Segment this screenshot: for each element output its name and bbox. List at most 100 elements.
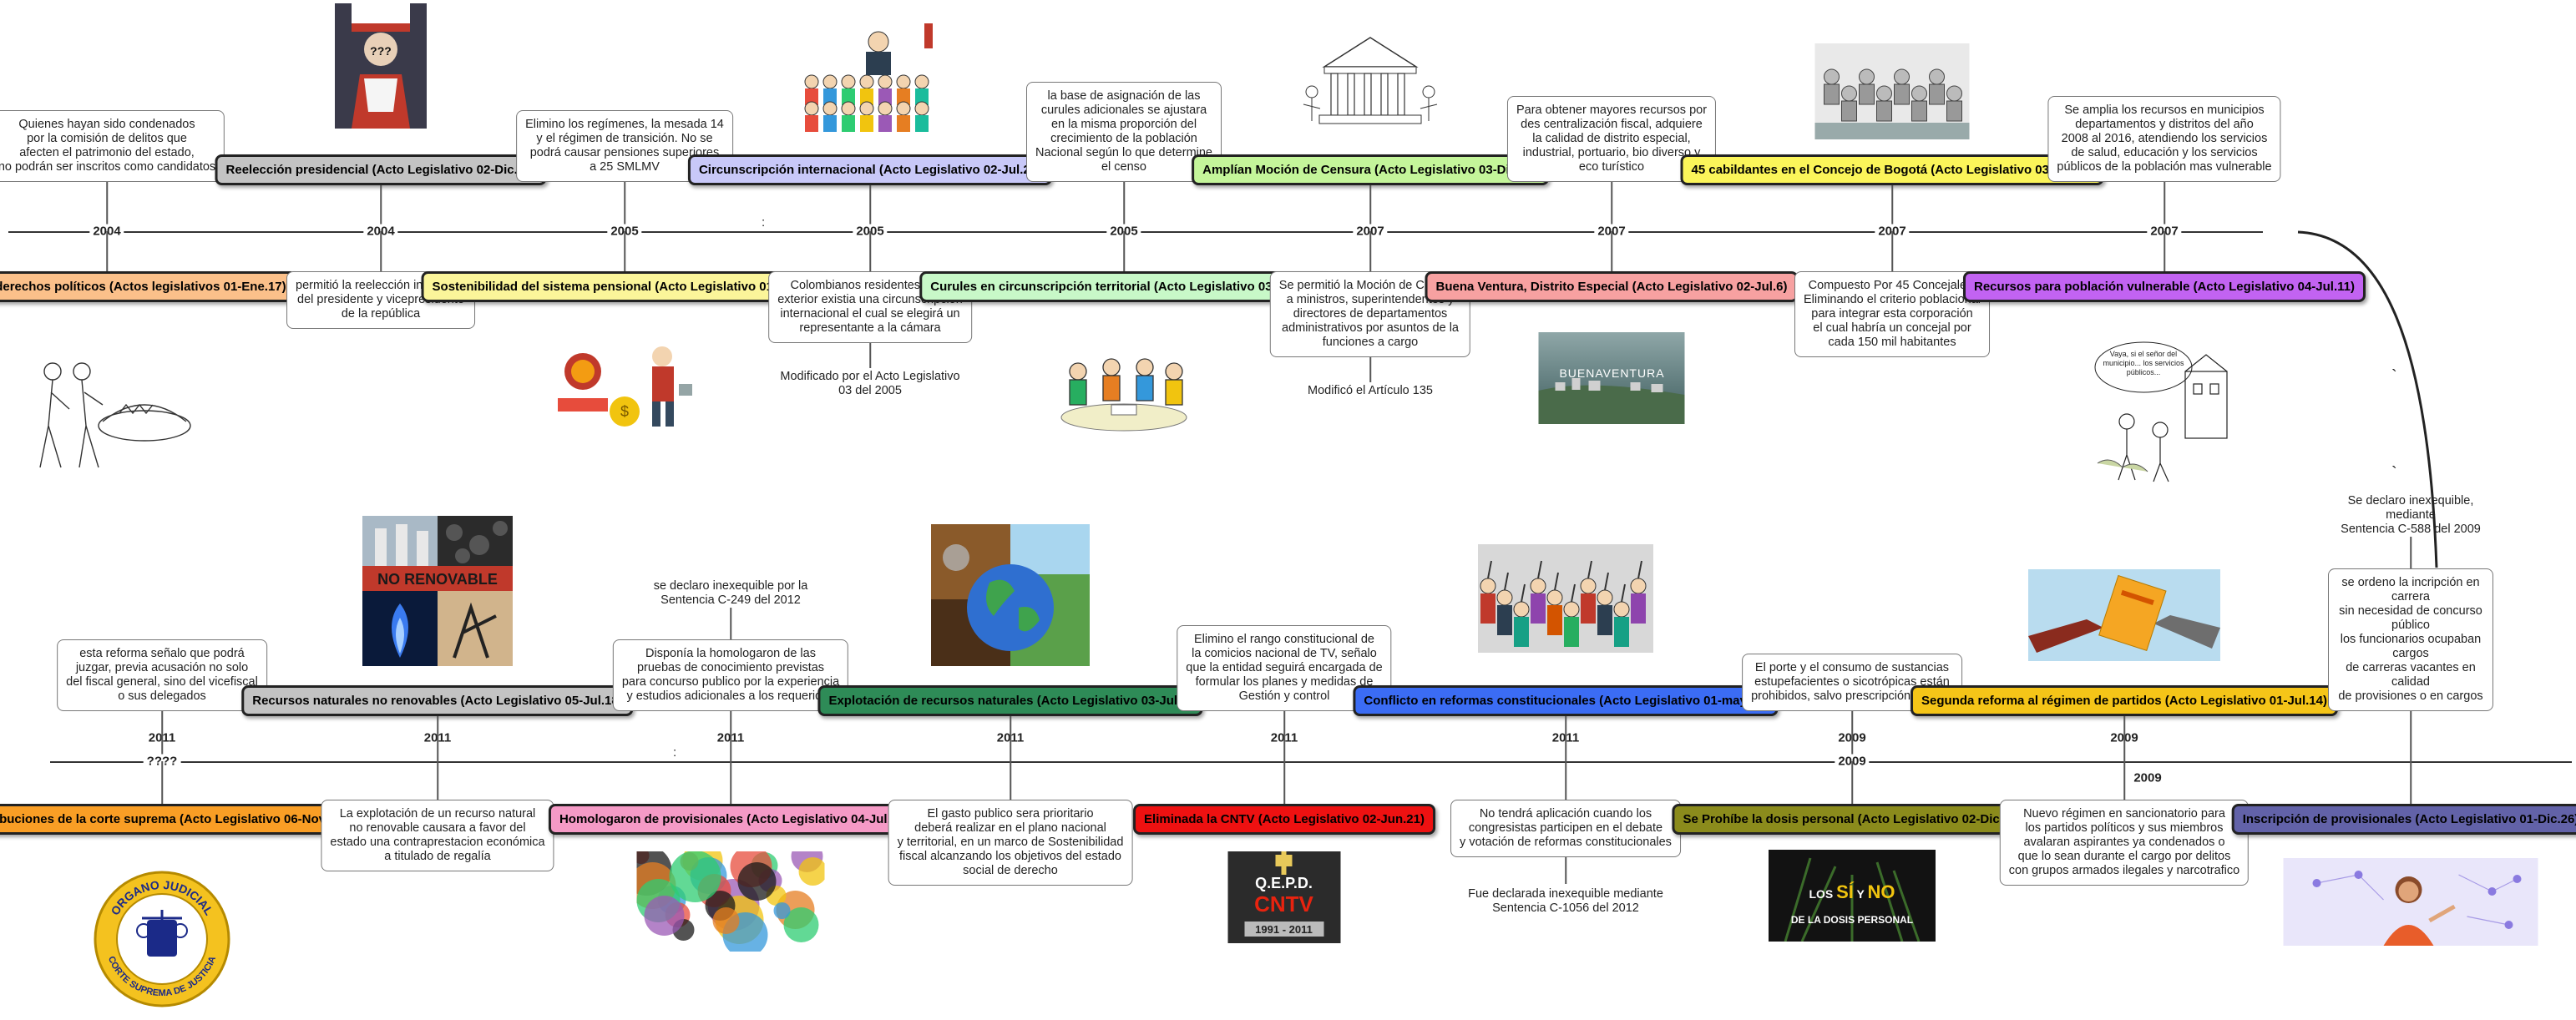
svg-text:1991 - 2011: 1991 - 2011 — [1255, 923, 1313, 936]
connector-line — [1010, 761, 1011, 800]
event-title[interactable]: Amplían Moción de Censura (Acto Legislat… — [1192, 154, 1549, 185]
connector-line — [161, 761, 163, 804]
event-note: la base de asignación de las curules adi… — [1026, 82, 1222, 182]
connector-line — [2164, 231, 2165, 271]
illustration-image — [1299, 25, 1441, 142]
timeline-axis-bottom — [50, 761, 2572, 763]
connector-line — [106, 231, 108, 271]
connector-line — [437, 716, 438, 761]
event-annotation: Fue declarada inexequible mediante Sente… — [1468, 887, 1663, 915]
connector-line — [2410, 761, 2412, 804]
event-note: Elimino los regímenes, la mesada 14 y el… — [516, 110, 733, 182]
illustration-image — [2028, 569, 2220, 665]
illustration-image — [19, 346, 195, 476]
connector-line — [161, 711, 163, 761]
connector-line — [2410, 537, 2412, 568]
connector-line — [1611, 231, 1612, 271]
event-note: El gasto publico sera prioritario deberá… — [888, 800, 1133, 886]
connector-line — [1283, 761, 1285, 804]
connector-line — [2164, 182, 2165, 231]
illustration-image: ??? — [335, 3, 427, 133]
illustration-image — [799, 23, 941, 140]
event-title[interactable]: Sostenibilidad del sistema pensional (Ac… — [421, 271, 828, 302]
connector-line — [2410, 711, 2412, 761]
connector-line — [730, 608, 731, 639]
connector-line — [1611, 182, 1612, 231]
event-note: Se amplia los recursos en municipios dep… — [2047, 96, 2281, 182]
connector-line — [1891, 185, 1893, 231]
connector-line — [1123, 231, 1125, 271]
event-annotation: Modificado por el Acto Legislativo 03 de… — [780, 370, 960, 397]
connector-line — [1283, 711, 1285, 761]
illustration-image: LOS SÍ Y NO DE LA DOSIS PERSONAL — [1769, 850, 1936, 946]
connector-line — [1010, 716, 1011, 761]
connector-line — [624, 182, 625, 231]
connector-line — [730, 761, 731, 804]
svg-text:LOS SÍ Y NO: LOS SÍ Y NO — [1809, 881, 1895, 902]
event-title[interactable]: Recursos naturales no renovables (Acto L… — [241, 685, 634, 716]
event-title[interactable]: Reelección presidencial (Acto Legislativ… — [215, 154, 547, 185]
stray-mark: : — [673, 745, 677, 760]
connector-line — [1851, 711, 1853, 761]
illustration-image — [1053, 346, 1195, 442]
event-title[interactable]: Buena Ventura, Distrito Especial (Acto L… — [1425, 271, 1799, 302]
svg-text:Q.E.P.D.: Q.E.P.D. — [1255, 875, 1313, 891]
connector-line — [1891, 231, 1893, 271]
connector-line — [869, 343, 871, 368]
event-note: Nuevo régimen en sancionatorio para los … — [1999, 800, 2250, 886]
illustration-image: $ — [545, 338, 704, 434]
connector-line — [437, 761, 438, 800]
connector-line — [2123, 716, 2125, 761]
connector-line — [1851, 761, 1853, 804]
connector-line — [380, 185, 382, 231]
event-note: La explotación de un recurso natural no … — [321, 800, 554, 871]
connector-line — [730, 711, 731, 761]
illustration-image — [1814, 43, 1970, 144]
event-note: Quienes hayan sido condenados por la com… — [0, 110, 225, 182]
svg-text:NO RENOVABLE: NO RENOVABLE — [377, 571, 498, 588]
illustration-image: NO RENOVABLE — [362, 516, 513, 670]
event-note: se ordeno la incripción en carrera sin n… — [2328, 568, 2493, 711]
event-title[interactable]: Perdida de derechos políticos (Actos leg… — [0, 271, 297, 302]
event-title[interactable]: Atribuciones de la corte suprema (Acto L… — [0, 804, 357, 835]
stray-mark: : — [762, 215, 766, 230]
stray-mark: ` — [2391, 464, 2397, 482]
event-note: Disponía la homologaron de las pruebas d… — [612, 639, 849, 711]
connector-line — [869, 185, 871, 231]
illustration-image: Q.E.P.D.CNTV 1991 - 2011 — [1227, 851, 1341, 947]
event-annotation: Modificó el Artículo 135 — [1308, 384, 1433, 397]
event-title[interactable]: Explotación de recursos naturales (Acto … — [817, 685, 1203, 716]
event-title[interactable]: 45 cabildantes en el Concejo de Bogotá (… — [1680, 154, 2104, 185]
event-annotation: se declaro inexequible por la Sentencia … — [653, 579, 808, 607]
event-title[interactable]: Curules en circunscripción territorial (… — [919, 271, 1328, 302]
connector-line — [1369, 231, 1371, 271]
event-title[interactable]: Circunscripción internacional (Acto Legi… — [687, 154, 1053, 185]
event-note: esta reforma señalo que podrá juzgar, pr… — [57, 639, 267, 711]
illustration-image — [2283, 858, 2538, 950]
event-note: No tendrá aplicación cuando los congresi… — [1450, 800, 1681, 857]
svg-text:???: ??? — [370, 44, 392, 58]
event-title[interactable]: Conflicto en reformas constitucionales (… — [1353, 685, 1779, 716]
svg-text:DE LA DOSIS PERSONAL: DE LA DOSIS PERSONAL — [1791, 914, 1913, 926]
connector-line — [106, 182, 108, 231]
svg-text:BUENAVENTURA: BUENAVENTURA — [1559, 366, 1664, 380]
illustration-image: BUENAVENTURA — [1538, 332, 1685, 428]
connector-line — [1565, 761, 1566, 800]
event-year: 2009 — [2130, 770, 2165, 785]
event-annotation: Se declaro inexequible, mediante Sentenc… — [2341, 494, 2481, 536]
connector-curve — [2297, 230, 2438, 568]
event-note: Compuesto Por 45 Concejales, Eliminando … — [1794, 271, 1990, 357]
event-title[interactable]: Eliminada la CNTV (Acto Legislativo 02-J… — [1133, 804, 1435, 835]
svg-text:CNTV: CNTV — [1254, 891, 1313, 916]
illustration-image — [1478, 544, 1653, 657]
event-title[interactable]: Homologaron de provisionales (Acto Legis… — [548, 804, 913, 835]
event-title[interactable]: Inscripción de provisionales (Acto Legis… — [2231, 804, 2576, 835]
event-title[interactable]: Recursos para población vulnerable (Acto… — [1963, 271, 2366, 302]
connector-line — [869, 231, 871, 271]
event-title[interactable]: Segunda reforma al régimen de partidos (… — [1910, 685, 2338, 716]
event-title[interactable]: Se Prohíbe la dosis personal (Acto Legis… — [1672, 804, 2032, 835]
event-note: Elimino el rango constitucional de la co… — [1177, 625, 1392, 711]
